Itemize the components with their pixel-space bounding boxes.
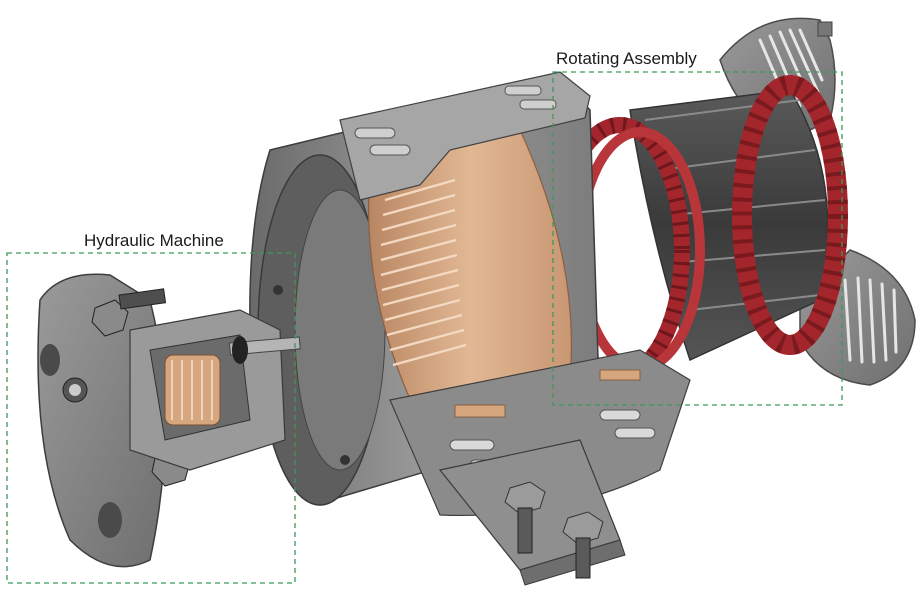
hydraulic-pump-gear [164, 354, 221, 426]
mounting-bolt-left [504, 481, 546, 554]
rotor-magnet-drum [629, 89, 829, 362]
label-rotating-assembly: Rotating Assembly [556, 49, 697, 68]
label-hydraulic-machine: Hydraulic Machine [84, 231, 224, 250]
motor-housing [249, 71, 691, 517]
pump-drive-shaft [228, 336, 301, 364]
callout-box-rotating-assembly [552, 71, 843, 406]
mounting-bolt-right [562, 511, 604, 579]
hydraulic-pump-bolt-top [91, 288, 167, 337]
callout-box-hydraulic-machine [6, 252, 296, 584]
rotor-red-cage-rear [732, 75, 848, 355]
